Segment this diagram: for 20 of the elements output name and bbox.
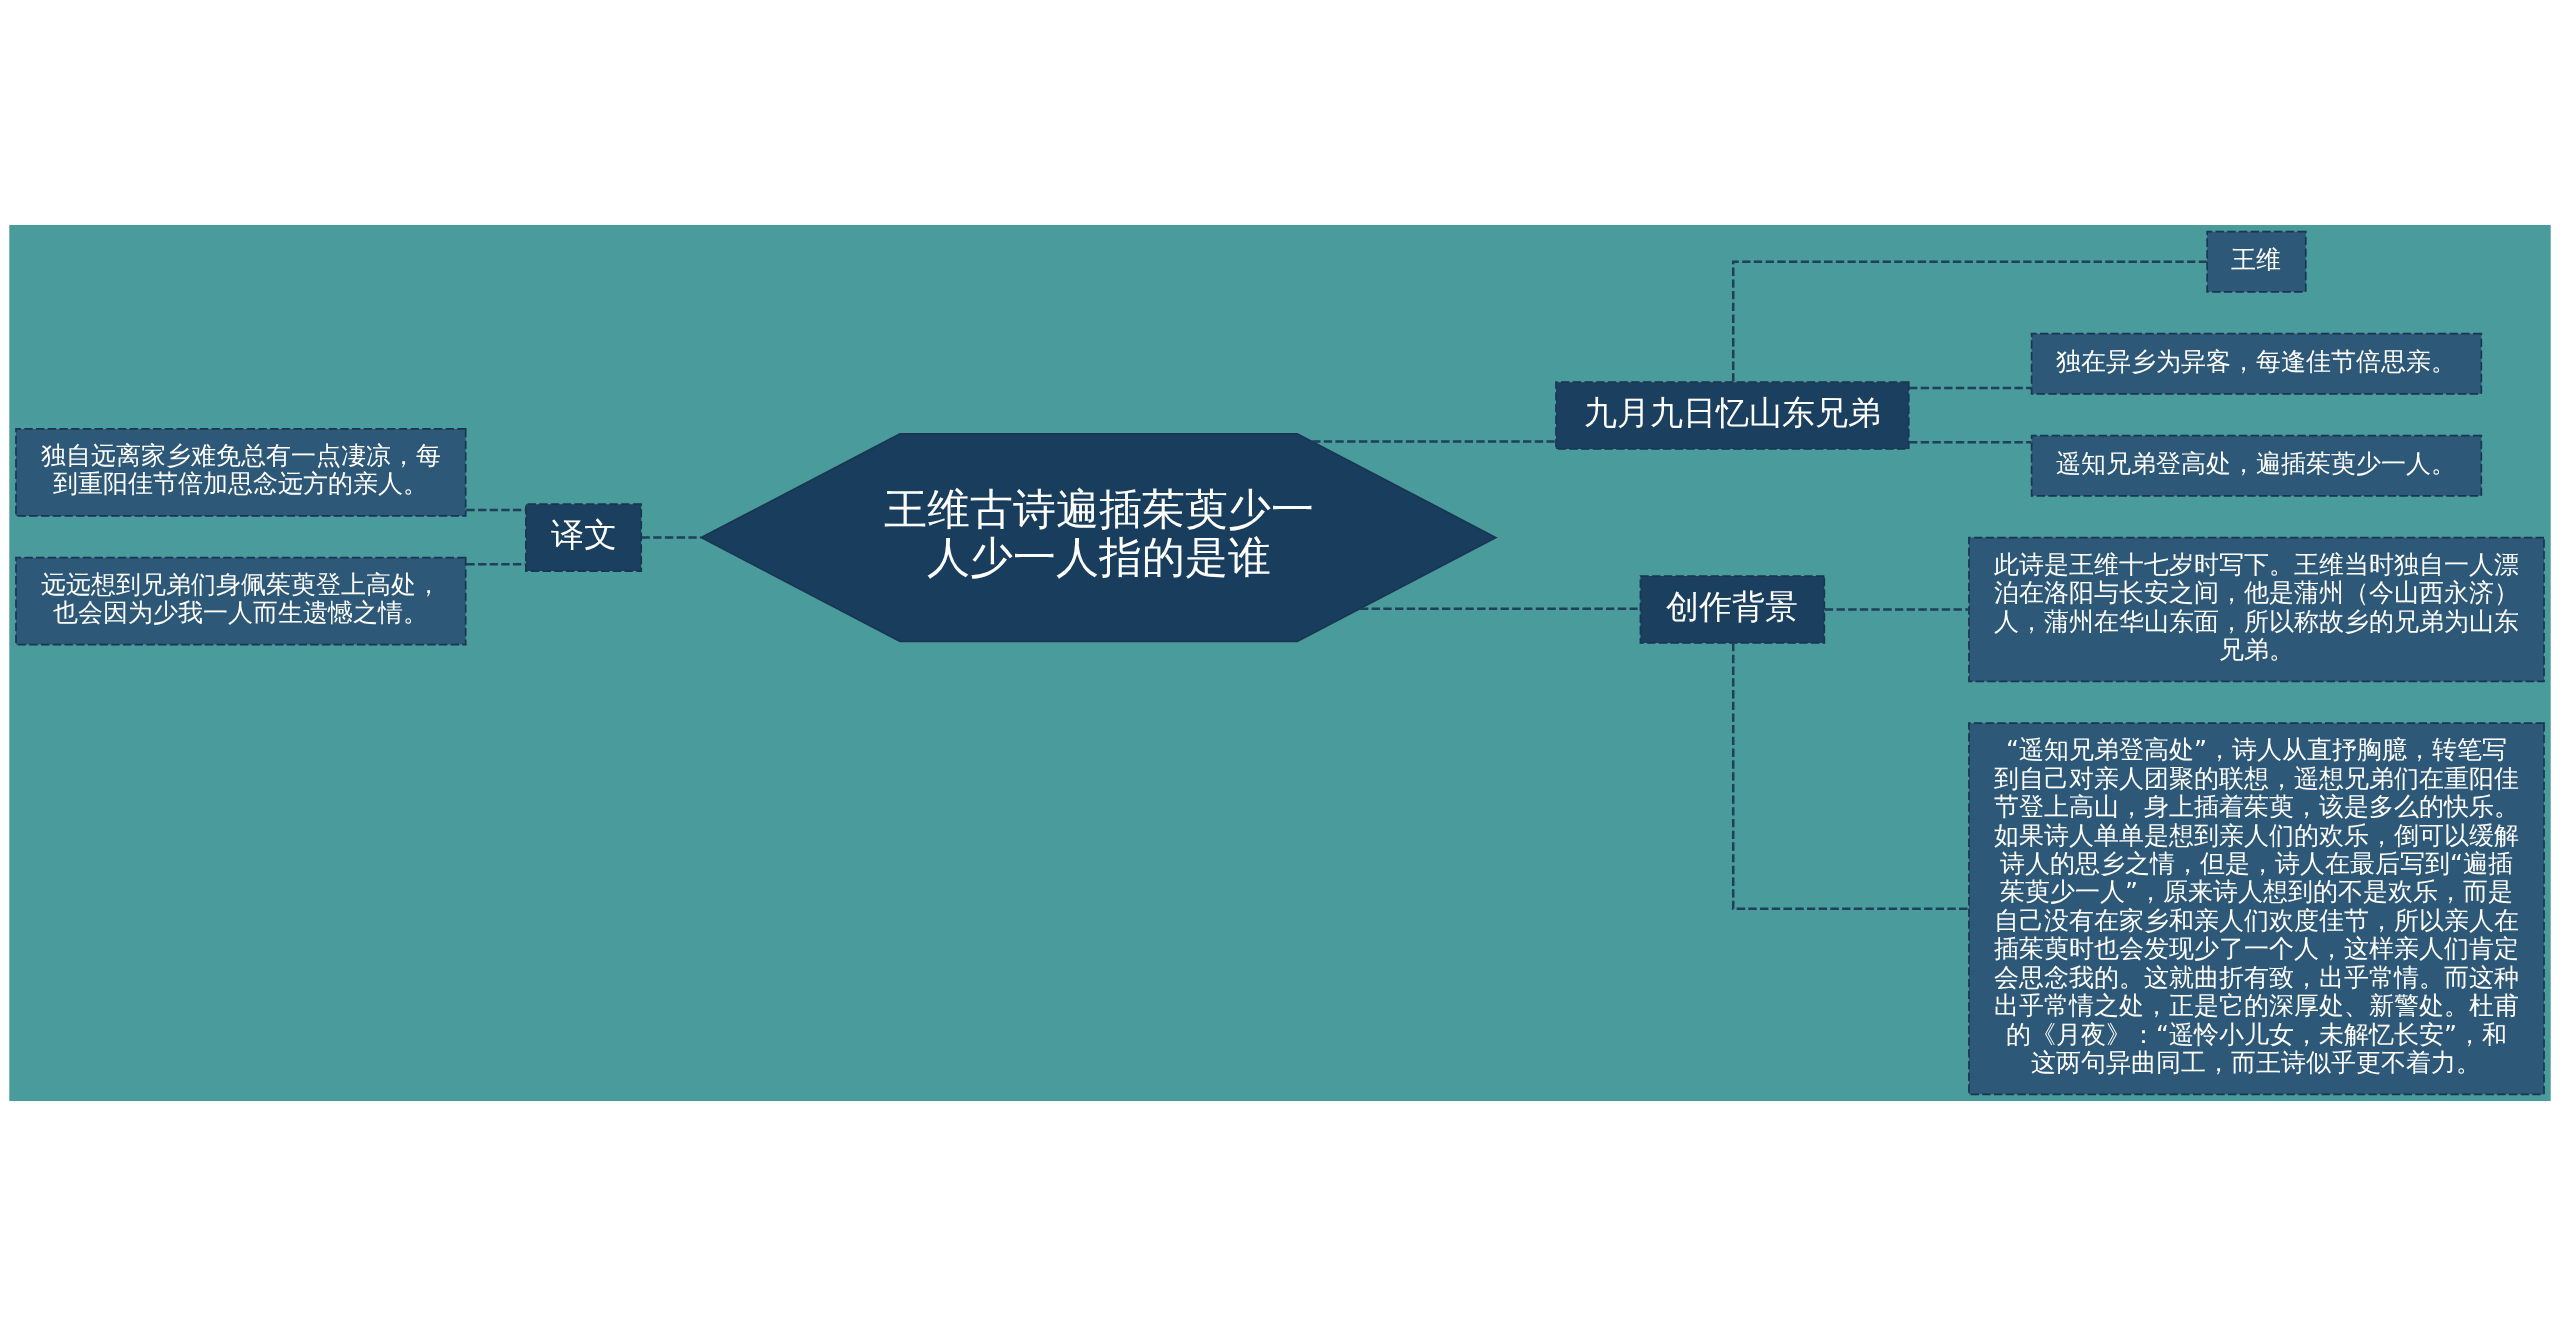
connector — [466, 508, 526, 511]
connector — [466, 562, 526, 566]
node-box: 遥知兄弟登高处，遍插茱萸少一人。 — [2030, 434, 2483, 497]
node-box: “遥知兄弟登高处”，诗人从直抒胸臆，转笔写到自己对亲人团聚的联想，遥想兄弟们在重阳佳节登上高山，身上插着茱萸，该是多么的快乐。如果诗人单单是想到亲人们的欢乐，倒可以缓解诗人的思乡之情，但是，诗人在最后写到“遍插茱萸少一人”，原来诗人想到的不是欢乐，而是自己没有在家乡和亲人们欢度佳节，所以亲人在插茱萸时也会发现少了一个人，这样亲人们肯定会思念我的。这就曲折有致，出乎常情。而这种出乎常情之处，正是它的深厚处、新警处。杜甫的《月夜》：“遥怜小儿女，未解忆长安”，和这两句异曲同工，而王诗似乎更不着力。 — [1968, 721, 2545, 1095]
connector — [1312, 439, 1556, 443]
node-box: 此诗是王维十七岁时写下。王维当时独自一人漂泊在洛阳与长安之间，他是蒲州（今山西永济）人，蒲州在华山东面，所以称故乡的兄弟为山东兄弟。 — [1968, 536, 2545, 682]
connector — [1909, 386, 2032, 389]
node-box: 创作背景 — [1639, 574, 1826, 644]
node-box: 独自远离家乡难免总有一点凄凉，每到重阳佳节倍加思念远方的亲人。 — [15, 427, 467, 517]
node-box: 王维 — [2206, 230, 2307, 293]
connector — [641, 535, 701, 539]
node-box: 九月九日忆山东兄弟 — [1555, 380, 1910, 450]
node-box: 远远想到兄弟们身佩茱萸登上高处，也会因为少我一人而生遗憾之情。 — [15, 556, 467, 645]
connector — [1360, 606, 1641, 610]
node-box: 译文 — [525, 502, 643, 572]
connector — [1909, 440, 2032, 444]
connector — [1731, 260, 2207, 381]
node-box: 独在异乡为异客，每逢佳节倍思亲。 — [2030, 332, 2483, 395]
connector — [1824, 607, 1969, 611]
connector — [1731, 642, 1969, 910]
